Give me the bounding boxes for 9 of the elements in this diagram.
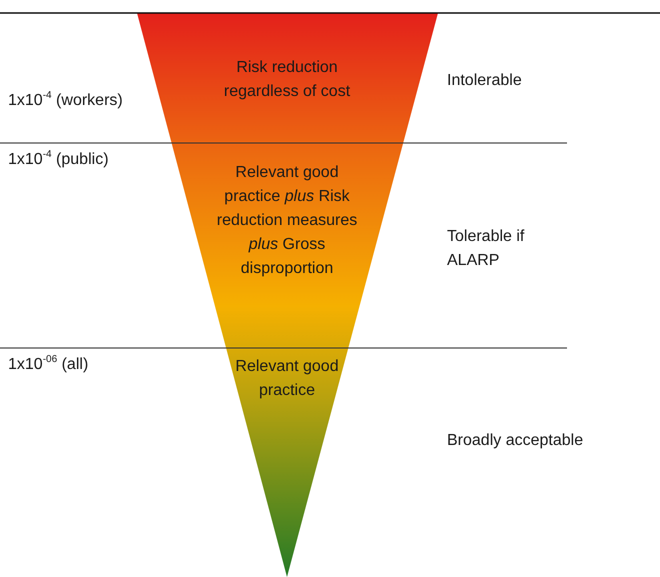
risk-level-label: Tolerable if ALARP [447,227,526,271]
threshold-label: 1x10$^{-4}$ (workers) [8,89,124,111]
threshold-label: 1x10$^{-06}$ (all) [8,353,90,375]
risk-level-label: Intolerable [447,71,523,91]
threshold-label: 1x10$^{-4}$ (public) [8,148,110,170]
zone-text: Relevant good practice plus Risk reduction measures plus Gross disproportion [216,163,358,279]
zone-text: Risk reduction regardless of cost [222,58,352,102]
zone-text: Relevant good practice [234,357,340,401]
risk-level-label: Broadly acceptable [447,431,584,451]
